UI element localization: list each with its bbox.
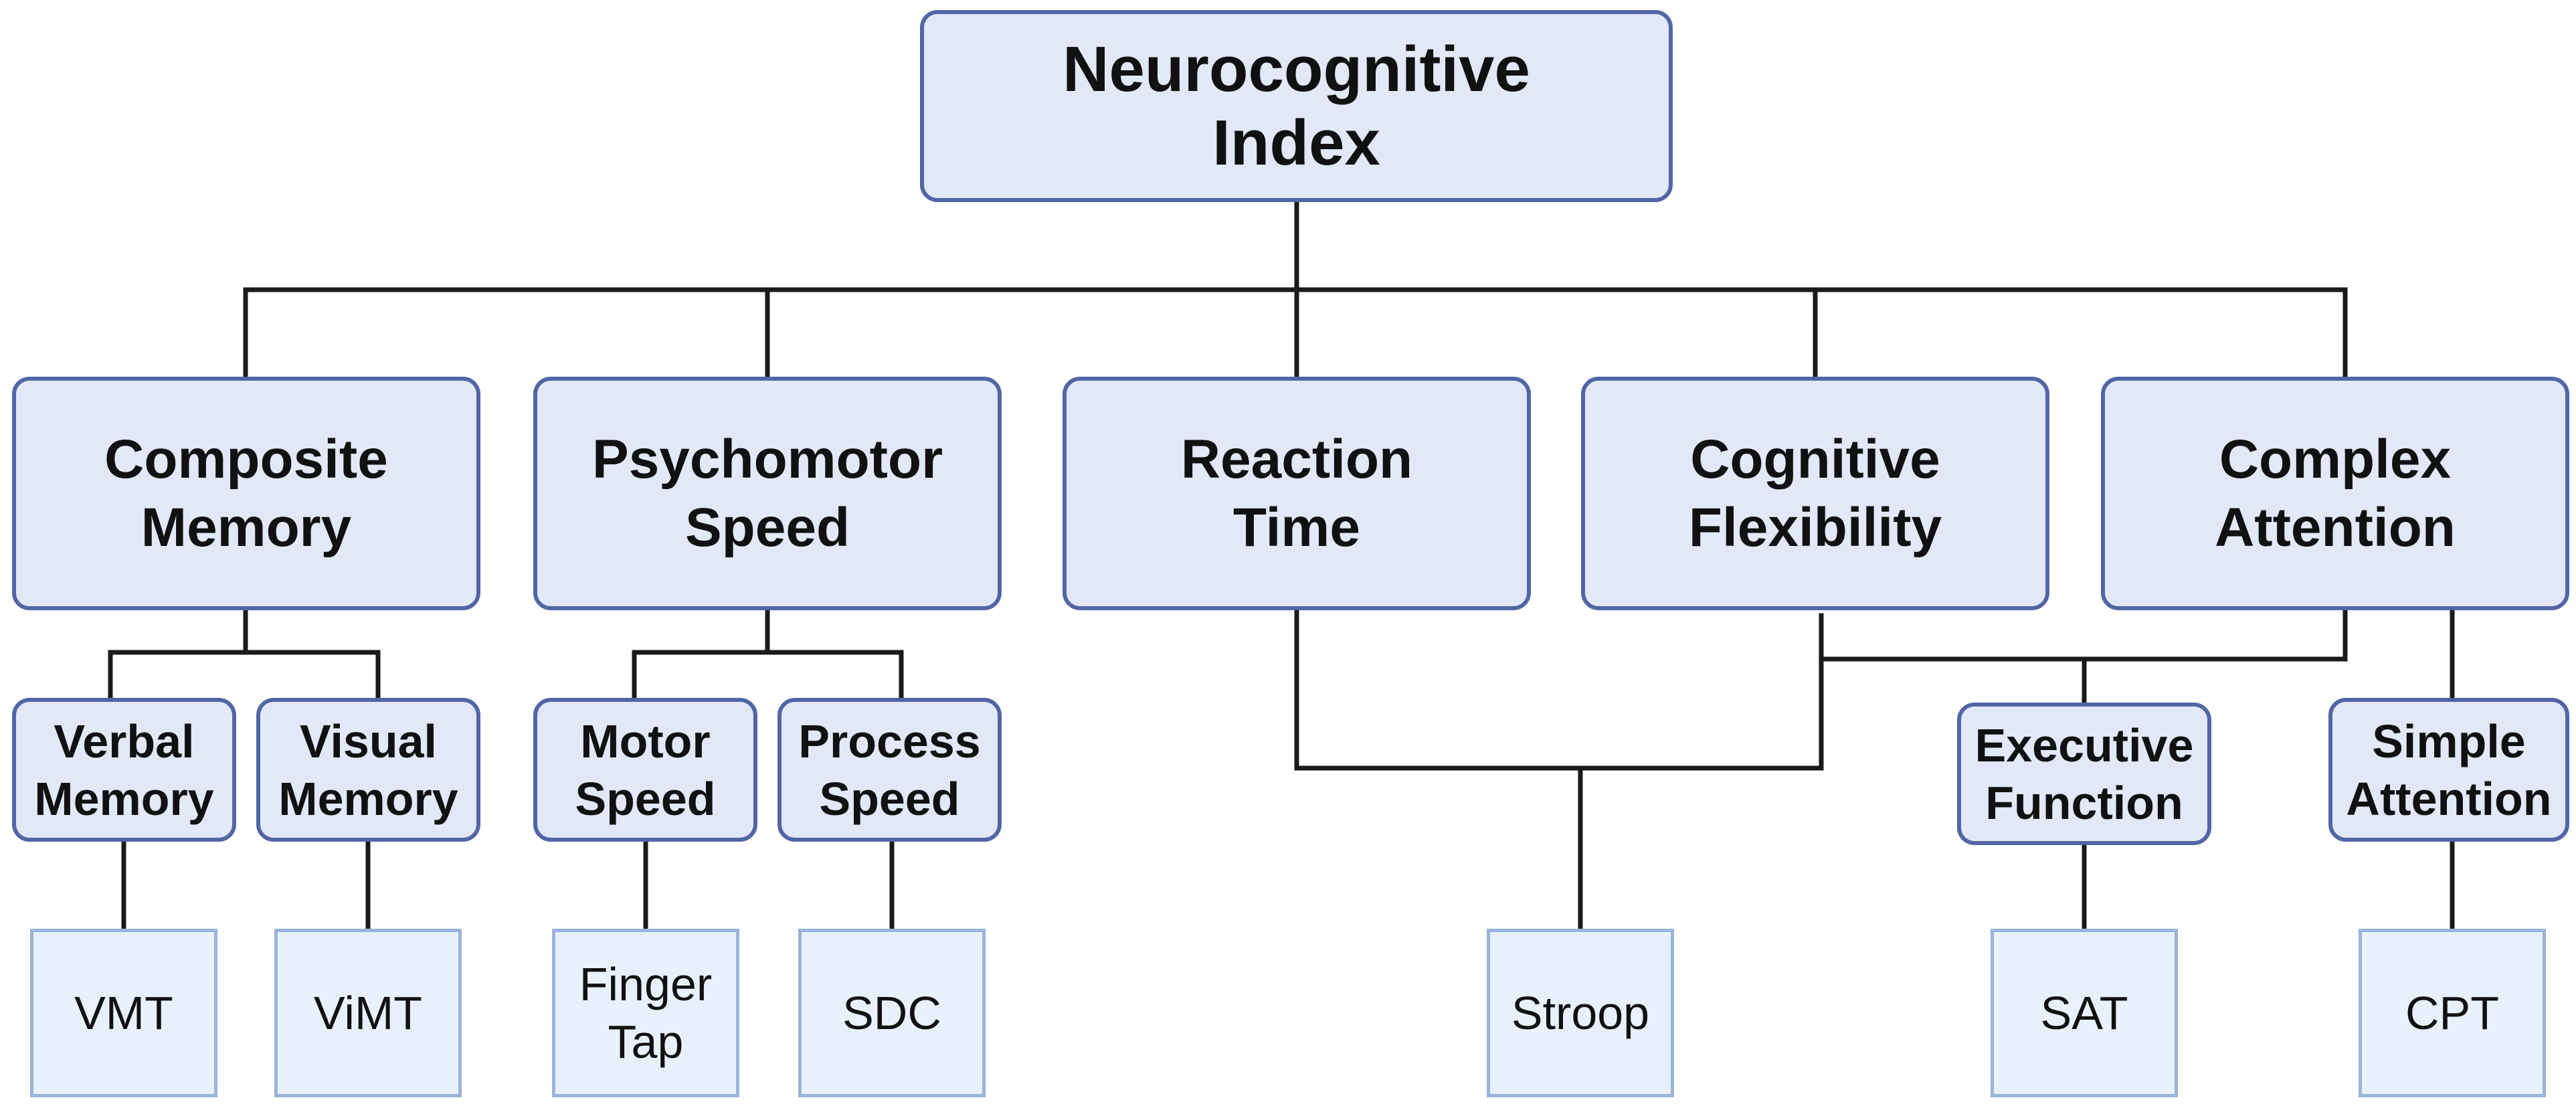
stroop-connector [1294,608,1824,931]
sdc-test-box: SDC [798,929,986,1097]
verbal-memory-box: Verbal Memory [12,698,236,842]
cpt-test-box: CPT [2359,929,2546,1097]
verbal-memory-label: Verbal Memory [34,715,214,825]
sat-test-label: SAT [2040,987,2128,1039]
finger-tap-test-box: Finger Tap [552,929,739,1097]
psychomotor-speed-box: Psychomotor Speed [533,377,1002,610]
psychomotor-speed-split [632,608,904,701]
vmt-test-box: VMT [30,929,217,1097]
neurocognitive-index-label: Neurocognitive Index [1063,33,1530,179]
visual-memory-label: Visual Memory [278,715,458,825]
sdc-test-label: SDC [842,987,941,1039]
composite-memory-split [108,608,381,701]
cognitive-flexibility-label: Cognitive Flexibility [1688,428,1942,558]
simple-attention-label: Simple Attention [2346,715,2552,825]
stroop-test-label: Stroop [1511,987,1650,1039]
reaction-time-box: Reaction Time [1063,377,1531,610]
visual-memory-box: Visual Memory [256,698,480,842]
simple-attention-box: Simple Attention [2328,698,2569,842]
reaction-time-label: Reaction Time [1180,428,1413,558]
complex-attention-box: Complex Attention [2101,377,2569,610]
stroop-test-box: Stroop [1487,929,1674,1097]
composite-memory-label: Composite Memory [104,428,388,558]
composite-memory-box: Composite Memory [12,377,480,610]
neurocognitive-index-box: Neurocognitive Index [920,10,1673,202]
finger-tap-test-label: Finger Tap [579,958,713,1068]
complex-attention-label: Complex Attention [2215,428,2456,558]
motor-speed-box: Motor Speed [533,698,757,842]
cognitive-flexibility-box: Cognitive Flexibility [1581,377,2049,610]
vimt-test-box: ViMT [274,929,462,1097]
cpt-test-label: CPT [2405,987,2499,1039]
executive-function-box: Executive Function [1957,703,2211,845]
sat-test-box: SAT [1991,929,2178,1097]
vimt-test-label: ViMT [313,987,423,1039]
executive-function-connector [1819,608,2348,705]
vmt-test-label: VMT [74,987,173,1039]
process-speed-box: Process Speed [777,698,1002,842]
motor-speed-label: Motor Speed [575,715,716,825]
psychomotor-speed-label: Psychomotor Speed [592,428,943,558]
process-speed-label: Process Speed [798,715,981,825]
executive-function-label: Executive Function [1974,719,2194,829]
